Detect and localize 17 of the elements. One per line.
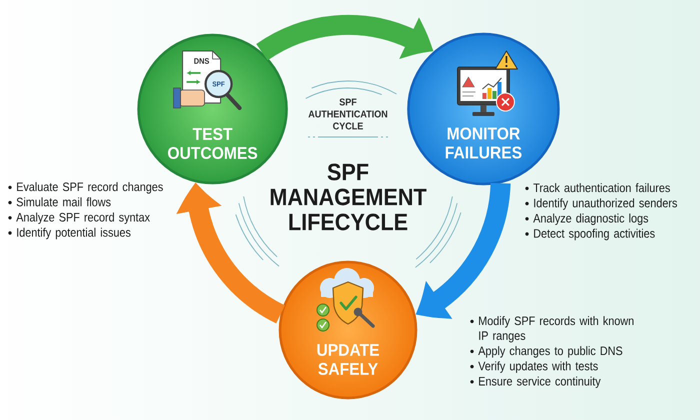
list-item: Analyze SPF record syntax — [16, 212, 150, 224]
list-item: Modify SPF records with known IP ranges — [479, 316, 634, 342]
curved-arrow — [417, 182, 511, 318]
list-item: Evaluate SPF record changes — [17, 182, 163, 194]
list-item: Ensure service continuity — [479, 376, 601, 388]
icon-label: DNS — [194, 58, 210, 64]
list-item: Identify potential issues — [17, 228, 130, 240]
subtitle: SPF AUTHENTICATION CYCLE — [308, 98, 388, 130]
list-item: Track authentication failures — [533, 183, 670, 192]
list-item: Detect spoofing activities — [534, 228, 655, 240]
list-item: Analyze diagnostic logs — [533, 214, 648, 226]
list-item: Simulate mail flows — [16, 197, 111, 206]
curved-arrow — [256, 14, 432, 61]
curved-arrow — [179, 184, 286, 324]
list-item: Identify unauthorized senders — [534, 198, 677, 210]
list-item: Verify updates with tests — [478, 361, 598, 373]
list-item: Apply changes to public DNS — [478, 346, 622, 358]
